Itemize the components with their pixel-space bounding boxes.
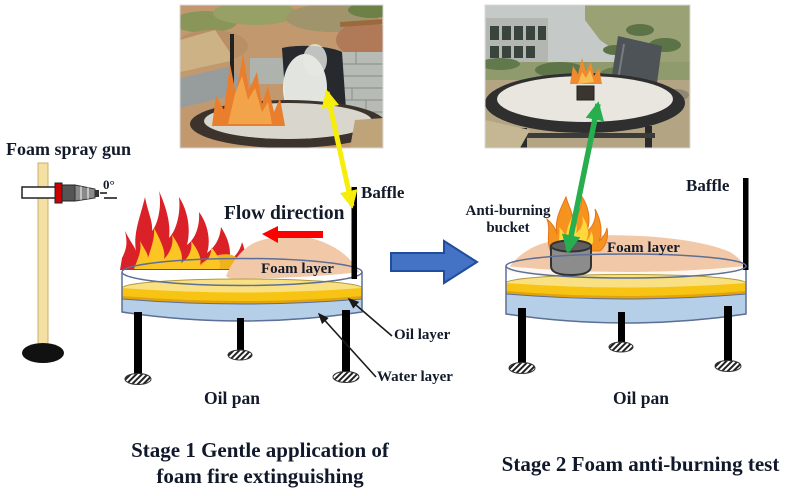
stage1-caption-line1: Stage 1 Gentle application of [131,438,389,462]
baffle-label-stage2: Baffle [686,176,730,195]
stage1-caption: Stage 1 Gentle application of foam fire … [90,437,430,489]
pan-foot [608,341,634,353]
pan-foot [508,362,536,374]
water-layer-label: Water layer [377,369,453,385]
stage-transition-arrow [390,239,479,285]
oil-layer-label: Oil layer [394,327,451,343]
photo-to-diagram-arrow-yellow [321,89,358,209]
pan-leg [134,312,142,376]
photo1-frame [179,4,384,149]
pan-leg [724,306,732,366]
pan-leg [342,310,350,374]
oil-layer-pointer [347,297,393,337]
spray-gun-base [22,343,64,363]
foam-layer-label-stage2: Foam layer [607,240,680,256]
oil-pan-label-stage2: Oil pan [613,388,669,408]
water-layer-pointer [317,312,377,378]
pan-leg [237,318,244,352]
pan-foot [714,360,742,372]
pan-leg [518,308,526,368]
baffle-bar-stage1 [351,187,357,279]
stage2-pan-rim [505,253,747,279]
flow-direction-label: Flow direction [224,203,345,224]
foam-spray-gun-label: Foam spray gun [6,139,132,159]
pan-foot [124,373,152,385]
pan-leg [618,312,625,345]
baffle-bar-stage2 [743,178,749,270]
pan-foot [227,349,253,361]
photo-to-diagram-arrow-green [562,101,604,254]
stage2-caption: Stage 2 Foam anti-burning test [501,452,780,476]
anti-burning-bucket-label: Anti-burning bucket [465,203,551,236]
stage1-pan [121,257,363,385]
stage1-caption-line2: foam fire extinguishing [156,464,364,488]
pan-foot [332,371,360,383]
stage2-photo [485,5,690,148]
foam-layer-label-stage1: Foam layer [261,261,334,277]
spray-angle-label: 0° [103,177,115,192]
oil-pan-label-stage1: Oil pan [204,388,260,408]
stage2-pan [505,266,747,374]
stage1-pan-rim [121,257,363,287]
flow-arrow [262,226,323,243]
spray-gun [21,162,117,363]
photo-bucket-flame [570,58,602,84]
stage1-photo [180,5,383,148]
baffle-label-stage1: Baffle [361,183,405,202]
